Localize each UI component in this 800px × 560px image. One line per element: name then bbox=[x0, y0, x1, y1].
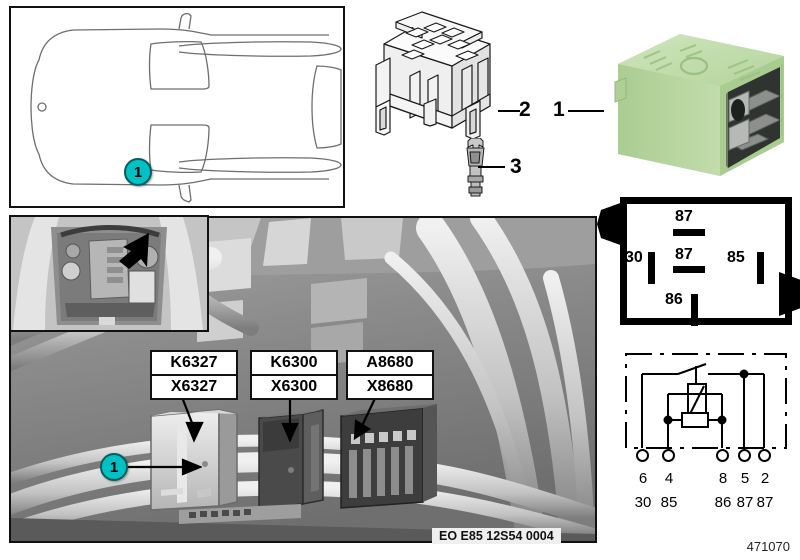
schematic-drawing bbox=[625, 353, 787, 449]
schematic-terminal-name-87b: 87 bbox=[756, 494, 774, 511]
pin-label-87-mid: 87 bbox=[675, 246, 693, 263]
car-outline-icon bbox=[30, 12, 342, 203]
item-number-1: 1 bbox=[553, 98, 565, 121]
item-number-2: 2 bbox=[519, 98, 531, 121]
callout-marker-car-view[interactable]: 1 bbox=[124, 158, 152, 186]
label-bottom-x6300: X6300 bbox=[270, 378, 318, 395]
schematic-terminal-4 bbox=[662, 449, 675, 462]
pin-blade-85 bbox=[757, 252, 764, 284]
callout-pointer-arrow bbox=[128, 458, 202, 476]
label-top-a8680: A8680 bbox=[348, 352, 432, 376]
schematic-terminal-8 bbox=[716, 449, 729, 462]
contact-pin-illustration bbox=[466, 138, 485, 197]
label-bottom-x8680: X8680 bbox=[366, 378, 414, 395]
pin-blade-87-top bbox=[673, 229, 705, 236]
leader-line-item-3 bbox=[478, 166, 505, 168]
pin-blade-87-mid bbox=[673, 266, 705, 273]
pin-notch-left-icon bbox=[597, 202, 623, 246]
schematic-cavity-6: 6 bbox=[638, 470, 648, 487]
pin-label-30: 30 bbox=[625, 249, 643, 266]
leader-line-item-1 bbox=[568, 110, 604, 112]
component-label-a8680: A8680 X8680 bbox=[346, 350, 434, 400]
relay-pin-layout-diagram: 87 30 87 85 86 bbox=[597, 197, 800, 326]
schematic-terminal-name-85: 85 bbox=[660, 494, 678, 511]
schematic-cavity-2: 2 bbox=[760, 470, 770, 487]
schematic-terminal-name-30: 30 bbox=[634, 494, 652, 511]
engine-bay-content bbox=[11, 217, 207, 330]
pin-blade-30 bbox=[648, 252, 655, 284]
pin-label-86: 86 bbox=[665, 291, 683, 308]
relay-photo-illustration bbox=[614, 34, 784, 176]
schematic-terminal-name-86: 86 bbox=[714, 494, 732, 511]
item-number-3: 3 bbox=[510, 155, 522, 178]
leader-line-item-2 bbox=[498, 110, 520, 112]
label-top-k6327: K6327 bbox=[152, 352, 236, 376]
schematic-cavity-8: 8 bbox=[718, 470, 728, 487]
component-label-k6300: K6300 X6300 bbox=[250, 350, 338, 400]
vehicle-top-view-panel: 1 bbox=[9, 6, 345, 208]
label-bottom-x6327: X6327 bbox=[170, 378, 218, 395]
relay-socket-illustration bbox=[375, 11, 491, 140]
engine-bay-inset-photo bbox=[9, 215, 209, 332]
component-label-k6327: K6327 X6327 bbox=[150, 350, 238, 400]
pin-notch-right-icon bbox=[779, 272, 800, 316]
relay-circuit-schematic: 6 4 8 5 2 30 85 86 87 87 bbox=[620, 348, 792, 538]
part-number: 471070 bbox=[746, 539, 790, 554]
schematic-terminal-2 bbox=[758, 449, 771, 462]
pin-label-87-top: 87 bbox=[675, 208, 693, 225]
schematic-terminal-name-87a: 87 bbox=[736, 494, 754, 511]
schematic-terminal-6 bbox=[636, 449, 649, 462]
callout-marker-photo[interactable]: 1 bbox=[100, 453, 128, 481]
pin-blade-86 bbox=[691, 294, 698, 326]
label-top-k6300: K6300 bbox=[252, 352, 336, 376]
schematic-cavity-5: 5 bbox=[740, 470, 750, 487]
schematic-terminal-5 bbox=[738, 449, 751, 462]
schematic-cavity-4: 4 bbox=[664, 470, 674, 487]
eo-reference-tag: EO E85 12S54 0004 bbox=[432, 528, 561, 544]
pin-label-85: 85 bbox=[727, 249, 745, 266]
